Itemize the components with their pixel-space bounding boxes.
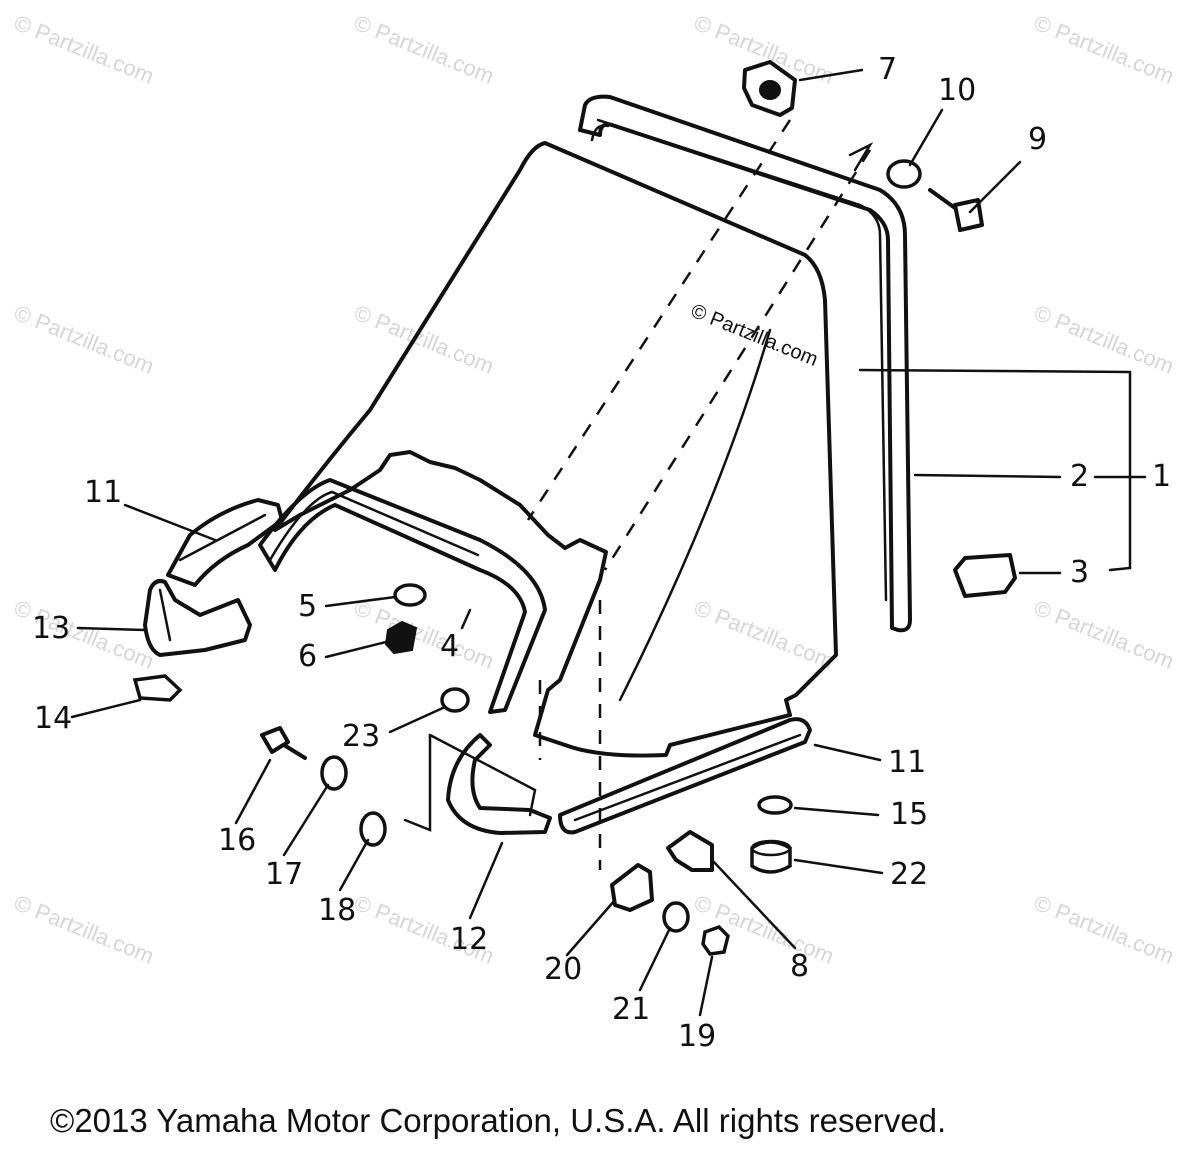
callout-10: 10 [938, 73, 977, 108]
callout-9: 9 [1028, 122, 1048, 157]
callout-21: 21 [612, 992, 651, 1027]
copyright-notice: ©2013 Yamaha Motor Corporation, U.S.A. A… [50, 1102, 947, 1139]
callout-17: 17 [265, 857, 304, 892]
cap-22 [750, 840, 792, 874]
callout-11-left: 11 [84, 475, 123, 510]
callout-11-right: 11 [888, 745, 927, 780]
callout-15: 15 [890, 797, 929, 832]
bolt-16 [260, 726, 290, 754]
washer-17 [320, 755, 348, 791]
clip-3 [953, 553, 1017, 598]
clip-8 [666, 830, 714, 872]
callout-12: 12 [450, 922, 489, 957]
callout-22: 22 [890, 857, 929, 892]
bracket-13 [143, 579, 252, 657]
bracket-11-left [166, 498, 284, 587]
callout-6: 6 [298, 639, 318, 674]
grommet-23 [440, 687, 470, 713]
callout-18: 18 [318, 893, 357, 928]
callout-1: 1 [1152, 459, 1172, 494]
washer-18 [359, 811, 387, 847]
channel-4 [258, 478, 547, 714]
callout-2: 2 [1070, 459, 1090, 494]
nut-19 [701, 924, 730, 956]
callout-5: 5 [298, 589, 318, 624]
bracket-12 [446, 733, 552, 835]
callout-8: 8 [790, 949, 810, 984]
clip-14 [132, 674, 183, 702]
washer-15 [757, 795, 793, 815]
callout-23: 23 [342, 719, 381, 754]
callout-7: 7 [878, 52, 898, 87]
washer-21 [662, 901, 690, 933]
grommet-5 [393, 583, 427, 607]
strip-11-right [558, 717, 812, 835]
callout-14: 14 [34, 701, 73, 736]
callout-4: 4 [440, 629, 460, 664]
callout-19: 19 [678, 1019, 717, 1054]
cover-body [273, 141, 838, 758]
clip-7 [742, 60, 797, 117]
bolt-9 [953, 198, 984, 232]
nut-10 [886, 159, 922, 189]
callout-16: 16 [218, 823, 257, 858]
bracket-20 [610, 863, 654, 912]
callout-3: 3 [1070, 555, 1090, 590]
nut-6 [384, 620, 418, 655]
callout-13: 13 [32, 611, 71, 646]
callout-20: 20 [544, 952, 583, 987]
